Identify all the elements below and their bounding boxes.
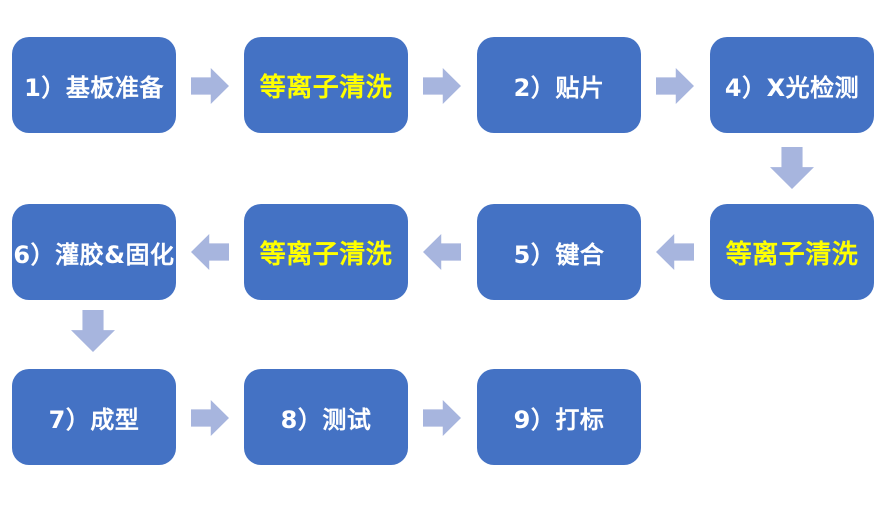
flow-node-testing: 8）测试: [244, 369, 408, 465]
arrow-down-icon: [770, 147, 814, 189]
flow-node-bonding: 5）键合: [477, 204, 641, 300]
flow-node-plasma-clean-3: 等离子清洗: [244, 204, 408, 300]
arrow-left-icon: [656, 234, 694, 270]
arrow-left-icon: [423, 234, 461, 270]
arrow-down-icon: [71, 310, 115, 352]
arrow-right-icon: [423, 68, 461, 104]
arrow-right-icon: [656, 68, 694, 104]
arrow-right-icon: [191, 400, 229, 436]
arrow-right-icon: [191, 68, 229, 104]
arrow-right-icon: [423, 400, 461, 436]
flow-node-substrate-prep: 1）基板准备: [12, 37, 176, 133]
arrow-left-icon: [191, 234, 229, 270]
flow-node-plasma-clean-2: 等离子清洗: [710, 204, 874, 300]
flow-node-marking: 9）打标: [477, 369, 641, 465]
flow-node-die-attach: 2）贴片: [477, 37, 641, 133]
flow-node-molding: 7）成型: [12, 369, 176, 465]
flow-node-xray-inspection: 4）X光检测: [710, 37, 874, 133]
flow-node-potting-curing: 6）灌胶&固化: [12, 204, 176, 300]
flow-node-plasma-clean-1: 等离子清洗: [244, 37, 408, 133]
